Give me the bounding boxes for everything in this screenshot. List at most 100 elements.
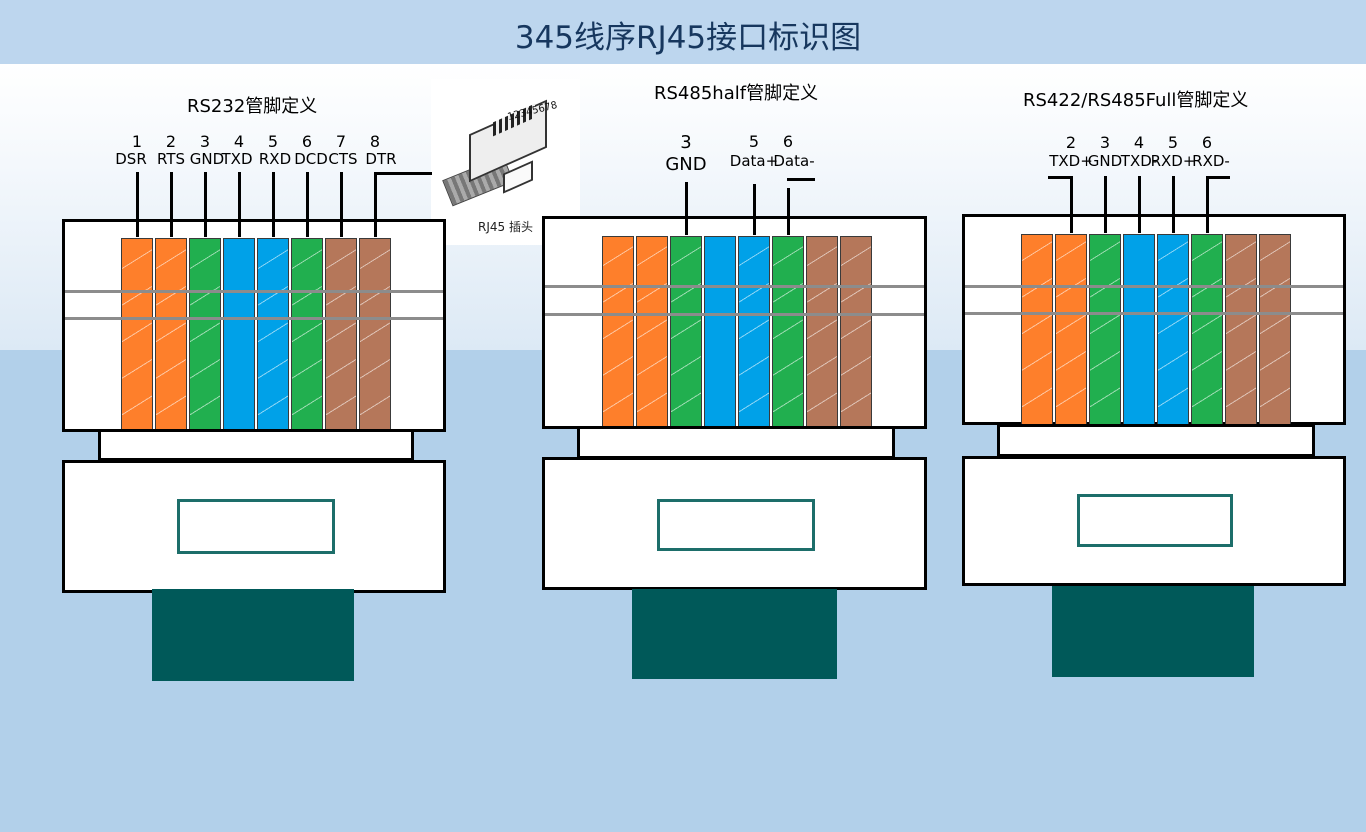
wire-pin-1	[1021, 234, 1053, 425]
pin-signal-label: DSR	[115, 150, 147, 168]
pin-number: 3	[680, 132, 692, 153]
pin-signal-label: RTS	[156, 150, 186, 168]
pin-leader-line	[306, 172, 309, 237]
pin-signal-label: CTS	[328, 150, 358, 168]
pin-signal-label: Data+	[729, 152, 779, 170]
wire-pin-3	[670, 236, 702, 430]
connector-latch	[1077, 494, 1233, 547]
connector-latch	[177, 499, 335, 554]
wire-pin-2	[636, 236, 668, 430]
pin-leader-line	[204, 172, 207, 237]
pin-leader-line	[238, 172, 241, 237]
pin-signal-label: GND	[665, 154, 707, 175]
pin-signal-label: RXD-	[1192, 152, 1230, 170]
connector-title: RS232管脚定义	[187, 96, 318, 117]
pin-number: 3	[199, 132, 211, 151]
wire-pin-2	[1055, 234, 1087, 425]
wire-pin-7	[806, 236, 838, 430]
head-guide-line	[65, 290, 443, 293]
wire-pin-6	[1191, 234, 1223, 425]
pin-leader-line	[1138, 176, 1141, 233]
pin-leader-line	[753, 184, 756, 235]
wire-pin-3	[1089, 234, 1121, 425]
pin-number: 2	[1065, 133, 1077, 152]
wire-pin-8	[840, 236, 872, 430]
pin-number: 1	[131, 132, 143, 151]
connector-title: RS485half管脚定义	[654, 83, 819, 104]
connector-cable	[152, 589, 354, 681]
head-guide-line	[965, 312, 1343, 315]
pin-leader-hook	[1206, 176, 1230, 179]
wire-pin-5	[257, 238, 289, 433]
wire-pin-8	[1259, 234, 1291, 425]
pin-number: 4	[1133, 133, 1145, 152]
pin-number: 8	[369, 132, 381, 151]
pin-number: 6	[301, 132, 313, 151]
connector-title: RS422/RS485Full管脚定义	[1023, 90, 1249, 111]
wire-pin-7	[325, 238, 357, 433]
wire-pin-1	[602, 236, 634, 430]
connector-head	[542, 216, 927, 430]
connector-body	[542, 457, 927, 590]
pin-number: 5	[748, 132, 760, 151]
pin-number: 4	[233, 132, 245, 151]
pin-leader-line	[1104, 176, 1107, 233]
wire-bundle	[1021, 234, 1291, 425]
wire-pin-4	[704, 236, 736, 430]
wire-pin-6	[772, 236, 804, 430]
pin-leader-hook	[787, 178, 815, 181]
pin-leader-line	[170, 172, 173, 237]
connector-latch	[657, 499, 815, 551]
wire-pin-1	[121, 238, 153, 433]
pin-signal-label: Data-	[773, 152, 815, 170]
pin-number: 5	[267, 132, 279, 151]
wire-pin-5	[738, 236, 770, 430]
title-banner	[0, 0, 1366, 64]
photo-caption: RJ45 插头	[478, 220, 533, 234]
wire-pin-4	[1123, 234, 1155, 425]
head-guide-line	[545, 285, 924, 288]
pin-signal-label: TXD	[221, 150, 253, 168]
pin-signal-label: DTR	[365, 150, 397, 168]
connector-head	[962, 214, 1346, 425]
pin-number: 7	[335, 132, 347, 151]
pin-leader-line	[1172, 176, 1175, 233]
pin-leader-line	[1206, 176, 1209, 233]
pin-leader-line	[340, 172, 343, 237]
connector-neck	[98, 429, 414, 461]
head-guide-line	[65, 317, 443, 320]
pin-number: 6	[1201, 133, 1213, 152]
pin-signal-label: RXD	[258, 150, 292, 168]
wire-pin-7	[1225, 234, 1257, 425]
connector-head	[62, 219, 446, 433]
pin-leader-line	[136, 172, 139, 237]
wire-pin-5	[1157, 234, 1189, 425]
pin-number: 6	[782, 132, 794, 151]
pin-leader-line	[374, 172, 377, 237]
connector-neck	[997, 424, 1315, 457]
connector-cable	[1052, 586, 1254, 677]
connector-body	[62, 460, 446, 593]
pin-signal-label: GND	[1087, 152, 1123, 170]
wire-pin-8	[359, 238, 391, 433]
connector-body	[962, 456, 1346, 586]
wire-pin-4	[223, 238, 255, 433]
head-guide-line	[545, 313, 924, 316]
pin-leader-hook	[374, 172, 432, 175]
pin-number: 3	[1099, 133, 1111, 152]
pin-signal-label: TXD+	[1049, 152, 1093, 170]
page-title: 345线序RJ45接口标识图	[514, 20, 862, 56]
pin-number: 5	[1167, 133, 1179, 152]
pin-signal-label: TXD-	[1120, 152, 1158, 170]
pin-signal-label: DCD	[294, 150, 328, 168]
pin-leader-line	[787, 188, 790, 235]
pin-leader-hook	[1048, 176, 1073, 179]
head-guide-line	[965, 285, 1343, 288]
wire-bundle	[121, 238, 391, 433]
pin-signal-label: RXD+	[1150, 152, 1196, 170]
pin-leader-line	[1070, 176, 1073, 233]
wire-pin-6	[291, 238, 323, 433]
connector-neck	[577, 426, 895, 459]
wire-pin-2	[155, 238, 187, 433]
wire-bundle	[602, 236, 872, 430]
